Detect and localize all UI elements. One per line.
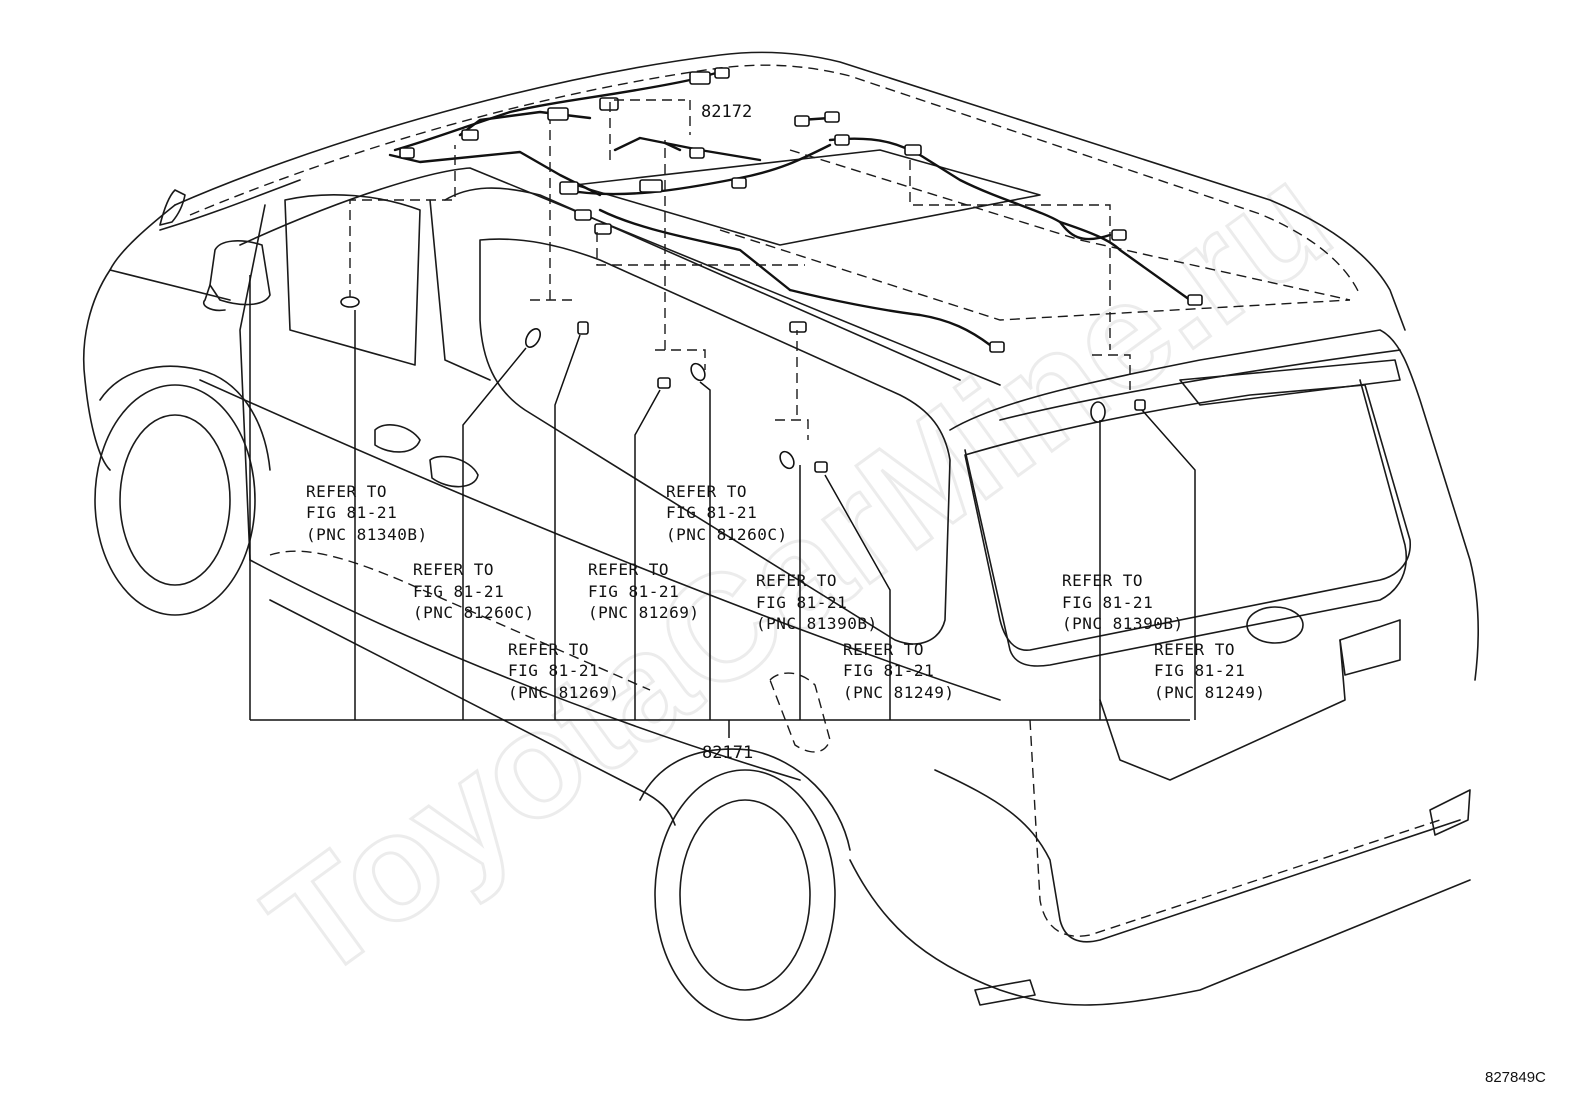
svg-text:REFER TO: REFER TO: [666, 482, 747, 501]
callout-8: REFER TO FIG 81-21 (PNC 81390B): [1062, 571, 1184, 633]
callout-3: REFER TO FIG 81-21 (PNC 81269): [508, 640, 619, 702]
callout-9: REFER TO FIG 81-21 (PNC 81249): [1154, 640, 1265, 702]
svg-text:FIG 81-21: FIG 81-21: [1154, 661, 1245, 680]
svg-text:REFER TO: REFER TO: [306, 482, 387, 501]
lower-harness-82171-leaders: [249, 275, 1196, 738]
svg-text:(PNC 81390B): (PNC 81390B): [1062, 614, 1184, 633]
svg-text:REFER TO: REFER TO: [413, 560, 494, 579]
svg-text:REFER TO: REFER TO: [756, 571, 837, 590]
callout-4: REFER TO FIG 81-21 (PNC 81260C): [666, 482, 788, 544]
svg-text:(PNC 81260C): (PNC 81260C): [413, 603, 535, 622]
svg-text:REFER TO: REFER TO: [588, 560, 669, 579]
callout-1: REFER TO FIG 81-21 (PNC 81340B): [306, 482, 428, 544]
svg-text:REFER TO: REFER TO: [1062, 571, 1143, 590]
svg-text:FIG 81-21: FIG 81-21: [1062, 593, 1153, 612]
svg-text:FIG 81-21: FIG 81-21: [843, 661, 934, 680]
svg-text:(PNC 81249): (PNC 81249): [843, 683, 954, 702]
svg-text:(PNC 81260C): (PNC 81260C): [666, 525, 788, 544]
roof-harness-82172: [388, 67, 1203, 353]
callout-6: REFER TO FIG 81-21 (PNC 81390B): [756, 571, 878, 633]
svg-text:FIG 81-21: FIG 81-21: [508, 661, 599, 680]
svg-text:FIG 81-21: FIG 81-21: [588, 582, 679, 601]
part-number-82171: 82171: [702, 743, 753, 763]
part-number-82172: 82172: [701, 102, 752, 122]
svg-text:(PNC 81269): (PNC 81269): [508, 683, 619, 702]
svg-text:(PNC 81390B): (PNC 81390B): [756, 614, 878, 633]
callout-2: REFER TO FIG 81-21 (PNC 81260C): [413, 560, 535, 622]
svg-text:REFER TO: REFER TO: [843, 640, 924, 659]
svg-text:REFER TO: REFER TO: [508, 640, 589, 659]
callout-5: REFER TO FIG 81-21 (PNC 81269): [588, 560, 699, 622]
svg-text:FIG 81-21: FIG 81-21: [413, 582, 504, 601]
vehicle-body: [82, 51, 1480, 1021]
svg-text:REFER TO: REFER TO: [1154, 640, 1235, 659]
components: [340, 296, 1146, 473]
svg-text:(PNC 81269): (PNC 81269): [588, 603, 699, 622]
svg-text:(PNC 81340B): (PNC 81340B): [306, 525, 428, 544]
callout-7: REFER TO FIG 81-21 (PNC 81249): [843, 640, 954, 702]
svg-text:FIG 81-21: FIG 81-21: [666, 503, 757, 522]
svg-text:(PNC 81249): (PNC 81249): [1154, 683, 1265, 702]
svg-text:FIG 81-21: FIG 81-21: [306, 503, 397, 522]
roof-harness-leaders: [349, 99, 1131, 440]
illustration-code: 827849C: [1485, 1069, 1546, 1086]
svg-text:FIG 81-21: FIG 81-21: [756, 593, 847, 612]
